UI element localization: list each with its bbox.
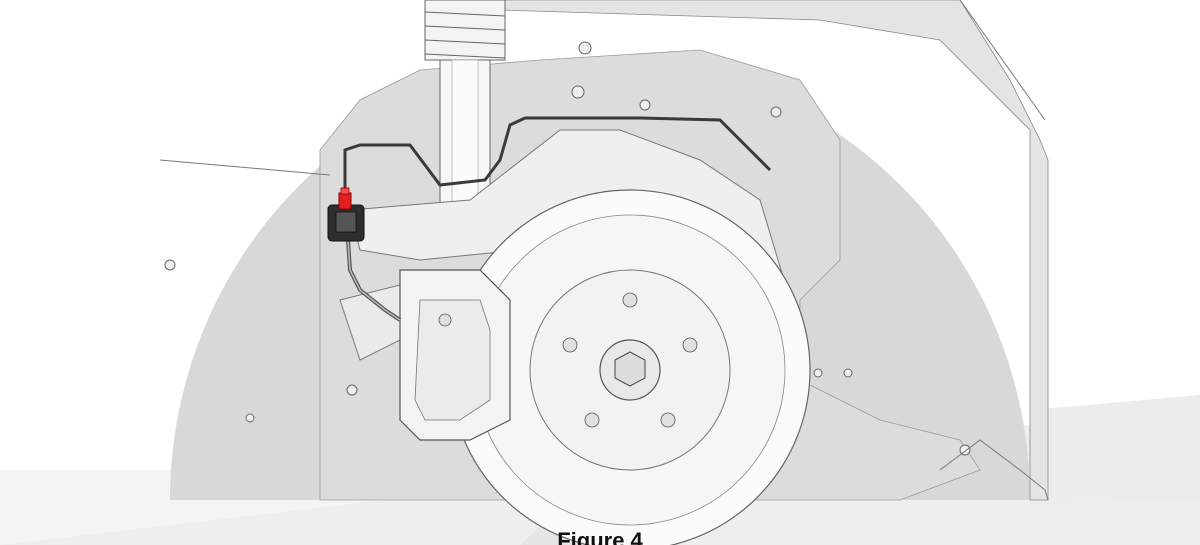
brake-caliper [399, 269, 511, 441]
brake-line [343, 116, 772, 322]
strut-assembly [424, 0, 506, 211]
liner-fasteners [164, 41, 971, 456]
lower-liner-edge [939, 439, 1049, 501]
figure-caption: Figure 4 [557, 528, 643, 545]
body-crease-line [159, 159, 331, 176]
brake-hose-bracket [327, 204, 365, 242]
brake-rotor [449, 189, 811, 545]
body-crease-line-right [959, 0, 1046, 121]
highlighted-brake-fitting [338, 187, 352, 210]
